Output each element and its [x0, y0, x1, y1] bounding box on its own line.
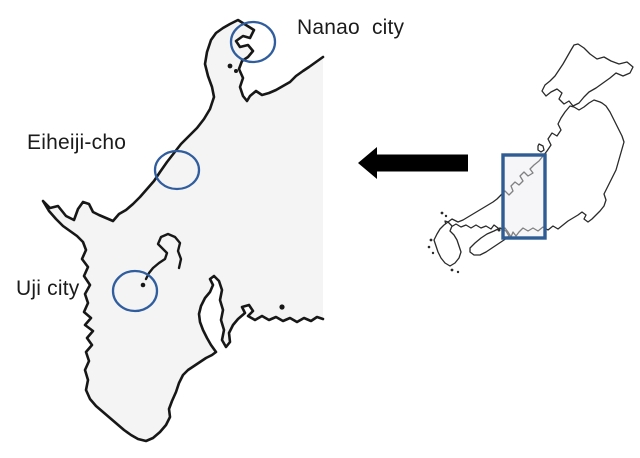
island-dot [444, 214, 448, 218]
inset-map [427, 43, 634, 274]
island-dot [429, 238, 433, 242]
honshu-outline [444, 99, 625, 238]
coastline [41, 18, 325, 443]
island-dot [440, 211, 444, 215]
island-dot [497, 228, 501, 232]
hokkaido-outline [541, 43, 634, 107]
marker-circle-nanao-city [229, 20, 277, 64]
lake-tail-dot [140, 282, 146, 288]
label-uji-city: Uji city [16, 277, 80, 300]
island-dot [450, 268, 454, 272]
island-dot [279, 304, 285, 310]
land-fill [43, 20, 323, 441]
marker-circle-uji-city [111, 269, 159, 313]
sado-island [537, 143, 545, 153]
kyushu-outline [433, 221, 462, 267]
island-dot [227, 63, 233, 69]
island-dot [456, 270, 460, 274]
label-eiheiji-cho: Eiheiji-cho [27, 131, 127, 154]
island-dot [431, 251, 435, 255]
detail-map [41, 18, 325, 443]
island-dot [427, 245, 431, 249]
inset-pointer-arrow [358, 147, 468, 179]
marker-circle-eiheiji-cho [153, 149, 201, 191]
label-nanao-city: Nanao city [297, 16, 405, 39]
island-dot [234, 69, 238, 73]
region-box [501, 153, 547, 240]
lake-biwa-outline [144, 232, 183, 281]
